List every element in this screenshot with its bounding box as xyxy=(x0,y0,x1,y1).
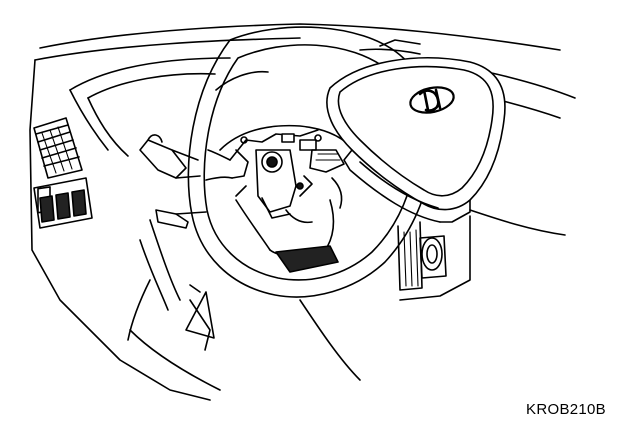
footwell xyxy=(300,300,360,380)
turn-signal-stalk xyxy=(156,210,206,228)
center-console xyxy=(398,222,446,290)
steering-column xyxy=(140,220,214,350)
left-air-vent xyxy=(34,118,82,178)
dashboard xyxy=(30,24,575,400)
figure-code: KROB210B xyxy=(526,401,606,418)
wheel-hub-mechanism xyxy=(220,126,350,223)
switch-panel xyxy=(34,178,92,228)
hyundai-logo-icon xyxy=(408,84,456,117)
wiper-stalk xyxy=(140,135,200,178)
lower-spoke xyxy=(236,200,338,272)
airbag-module xyxy=(327,58,505,222)
left-spoke xyxy=(206,150,232,180)
